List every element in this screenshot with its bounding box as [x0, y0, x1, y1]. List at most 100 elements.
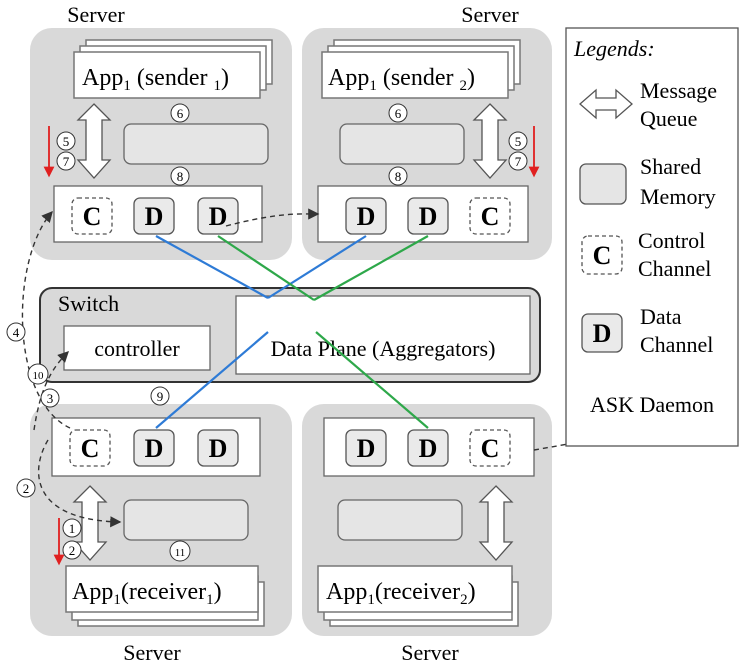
app-label-receiver-1: App1(receiver1): [72, 579, 222, 608]
message-queue-arrow-top-left: [76, 103, 112, 179]
svg-text:6: 6: [395, 106, 402, 121]
shared-memory-bottom-left: [123, 499, 249, 541]
control-flow-arrows: [21, 208, 320, 528]
step-badge-5-tr: 5: [508, 131, 528, 151]
step-badge-4: 4: [6, 322, 26, 342]
data-channel-br-2: D: [407, 429, 449, 467]
green-aggregation-path: [217, 235, 429, 429]
svg-text:3: 3: [47, 391, 54, 406]
svg-text:D: D: [593, 319, 612, 348]
controller-box: [63, 325, 211, 371]
legend-message-queue: Message Queue: [579, 78, 717, 131]
control-channel-br: C: [469, 429, 511, 467]
step-badge-12: 2: [62, 540, 82, 560]
svg-text:C: C: [593, 241, 612, 270]
legend-data-channel: D Data Channel: [581, 304, 713, 357]
svg-text:D: D: [145, 202, 164, 231]
step-badge-1: 1: [62, 518, 82, 538]
svg-text:C: C: [481, 434, 500, 463]
svg-text:D: D: [209, 434, 228, 463]
message-queue-arrow-bottom-left: [72, 485, 108, 561]
svg-text:Channel: Channel: [638, 256, 711, 281]
step-badge-7-tr: 7: [508, 151, 528, 171]
svg-text:Control: Control: [638, 228, 705, 253]
data-channel-bl-1: D: [133, 429, 175, 467]
svg-text:10: 10: [33, 370, 45, 382]
shared-memory-bottom-right: [337, 499, 463, 541]
blue-aggregation-path: [155, 235, 367, 429]
data-channel-tr-2: D: [407, 197, 449, 235]
app-label-sender-2: App1 (sender 2): [328, 65, 475, 94]
svg-text:D: D: [145, 434, 164, 463]
svg-text:C: C: [481, 202, 500, 231]
control-channel-tl: C: [71, 197, 113, 235]
control-channel-tr: C: [469, 197, 511, 235]
svg-text:11: 11: [175, 547, 186, 559]
data-channel-tl-2: D: [197, 197, 239, 235]
legend-title: Legends:: [573, 36, 655, 61]
svg-text:2: 2: [69, 543, 76, 558]
app-stack-sender-2: App1 (sender 2): [321, 39, 521, 99]
svg-text:5: 5: [63, 134, 70, 149]
app-label-receiver-2: App1(receiver2): [326, 579, 476, 608]
shared-memory-top-left: [123, 123, 269, 165]
data-channel-tl-1: D: [133, 197, 175, 235]
svg-text:Channel: Channel: [640, 332, 713, 357]
step-badge-9: 9: [150, 386, 170, 406]
data-plane-label: Data Plane (Aggregators): [271, 336, 496, 361]
svg-text:D: D: [419, 202, 438, 231]
legend-control-channel: C Control Channel: [581, 228, 711, 281]
controller-label: controller: [94, 336, 180, 361]
legend-shared-memory: Shared Memory: [579, 154, 716, 209]
svg-text:C: C: [81, 434, 100, 463]
step-badge-2: 2: [16, 478, 36, 498]
svg-text:D: D: [357, 434, 376, 463]
step-badge-3: 3: [40, 388, 60, 408]
data-channel-bl-2: D: [197, 429, 239, 467]
red-markers: [43, 126, 540, 566]
svg-text:Queue: Queue: [640, 106, 697, 131]
svg-text:Memory: Memory: [640, 184, 716, 209]
server-label-bottom-right: Server: [401, 640, 459, 665]
data-channel-tr-1: D: [345, 197, 387, 235]
shared-memory-top-right: [339, 123, 465, 165]
step-badge-6-tl: 6: [170, 103, 190, 123]
message-queue-arrow-top-right: [472, 103, 508, 179]
svg-text:C: C: [83, 202, 102, 231]
switch-title: Switch: [58, 291, 119, 316]
svg-text:2: 2: [23, 481, 30, 496]
svg-text:4: 4: [13, 325, 20, 340]
app-stack-receiver-2: App1(receiver2): [317, 565, 519, 627]
server-label-bottom-left: Server: [123, 640, 181, 665]
svg-text:7: 7: [63, 154, 70, 169]
server-label-top-left: Server: [67, 2, 125, 27]
svg-text:6: 6: [177, 106, 184, 121]
data-plane-box: [235, 295, 531, 375]
step-badge-11: 11: [169, 540, 191, 562]
svg-text:Message: Message: [640, 78, 717, 103]
server-label-top-right: Server: [461, 2, 519, 27]
svg-text:8: 8: [395, 169, 402, 184]
svg-text:Data: Data: [640, 304, 682, 329]
step-badge-7-tl: 7: [56, 151, 76, 171]
app-label-sender-1: App1 (sender 1): [82, 65, 229, 94]
svg-text:8: 8: [177, 169, 184, 184]
svg-text:D: D: [209, 202, 228, 231]
legend-ask-daemon: ASK Daemon: [590, 392, 714, 417]
data-channel-br-1: D: [345, 429, 387, 467]
svg-text:D: D: [357, 202, 376, 231]
step-badge-8-tl: 8: [170, 166, 190, 186]
step-badge-5-tl: 5: [56, 131, 76, 151]
svg-text:Shared: Shared: [640, 154, 701, 179]
step-badge-8-tr: 8: [388, 166, 408, 186]
svg-text:1: 1: [69, 521, 76, 536]
app-stack-receiver-1: App1(receiver1): [65, 565, 265, 627]
svg-text:D: D: [419, 434, 438, 463]
svg-text:5: 5: [515, 134, 522, 149]
message-queue-arrow-bottom-right: [478, 485, 514, 561]
step-badge-10: 10: [27, 363, 49, 385]
app-stack-sender-1: App1 (sender 1): [73, 39, 273, 99]
step-badge-6-tr: 6: [388, 103, 408, 123]
svg-text:7: 7: [515, 154, 522, 169]
